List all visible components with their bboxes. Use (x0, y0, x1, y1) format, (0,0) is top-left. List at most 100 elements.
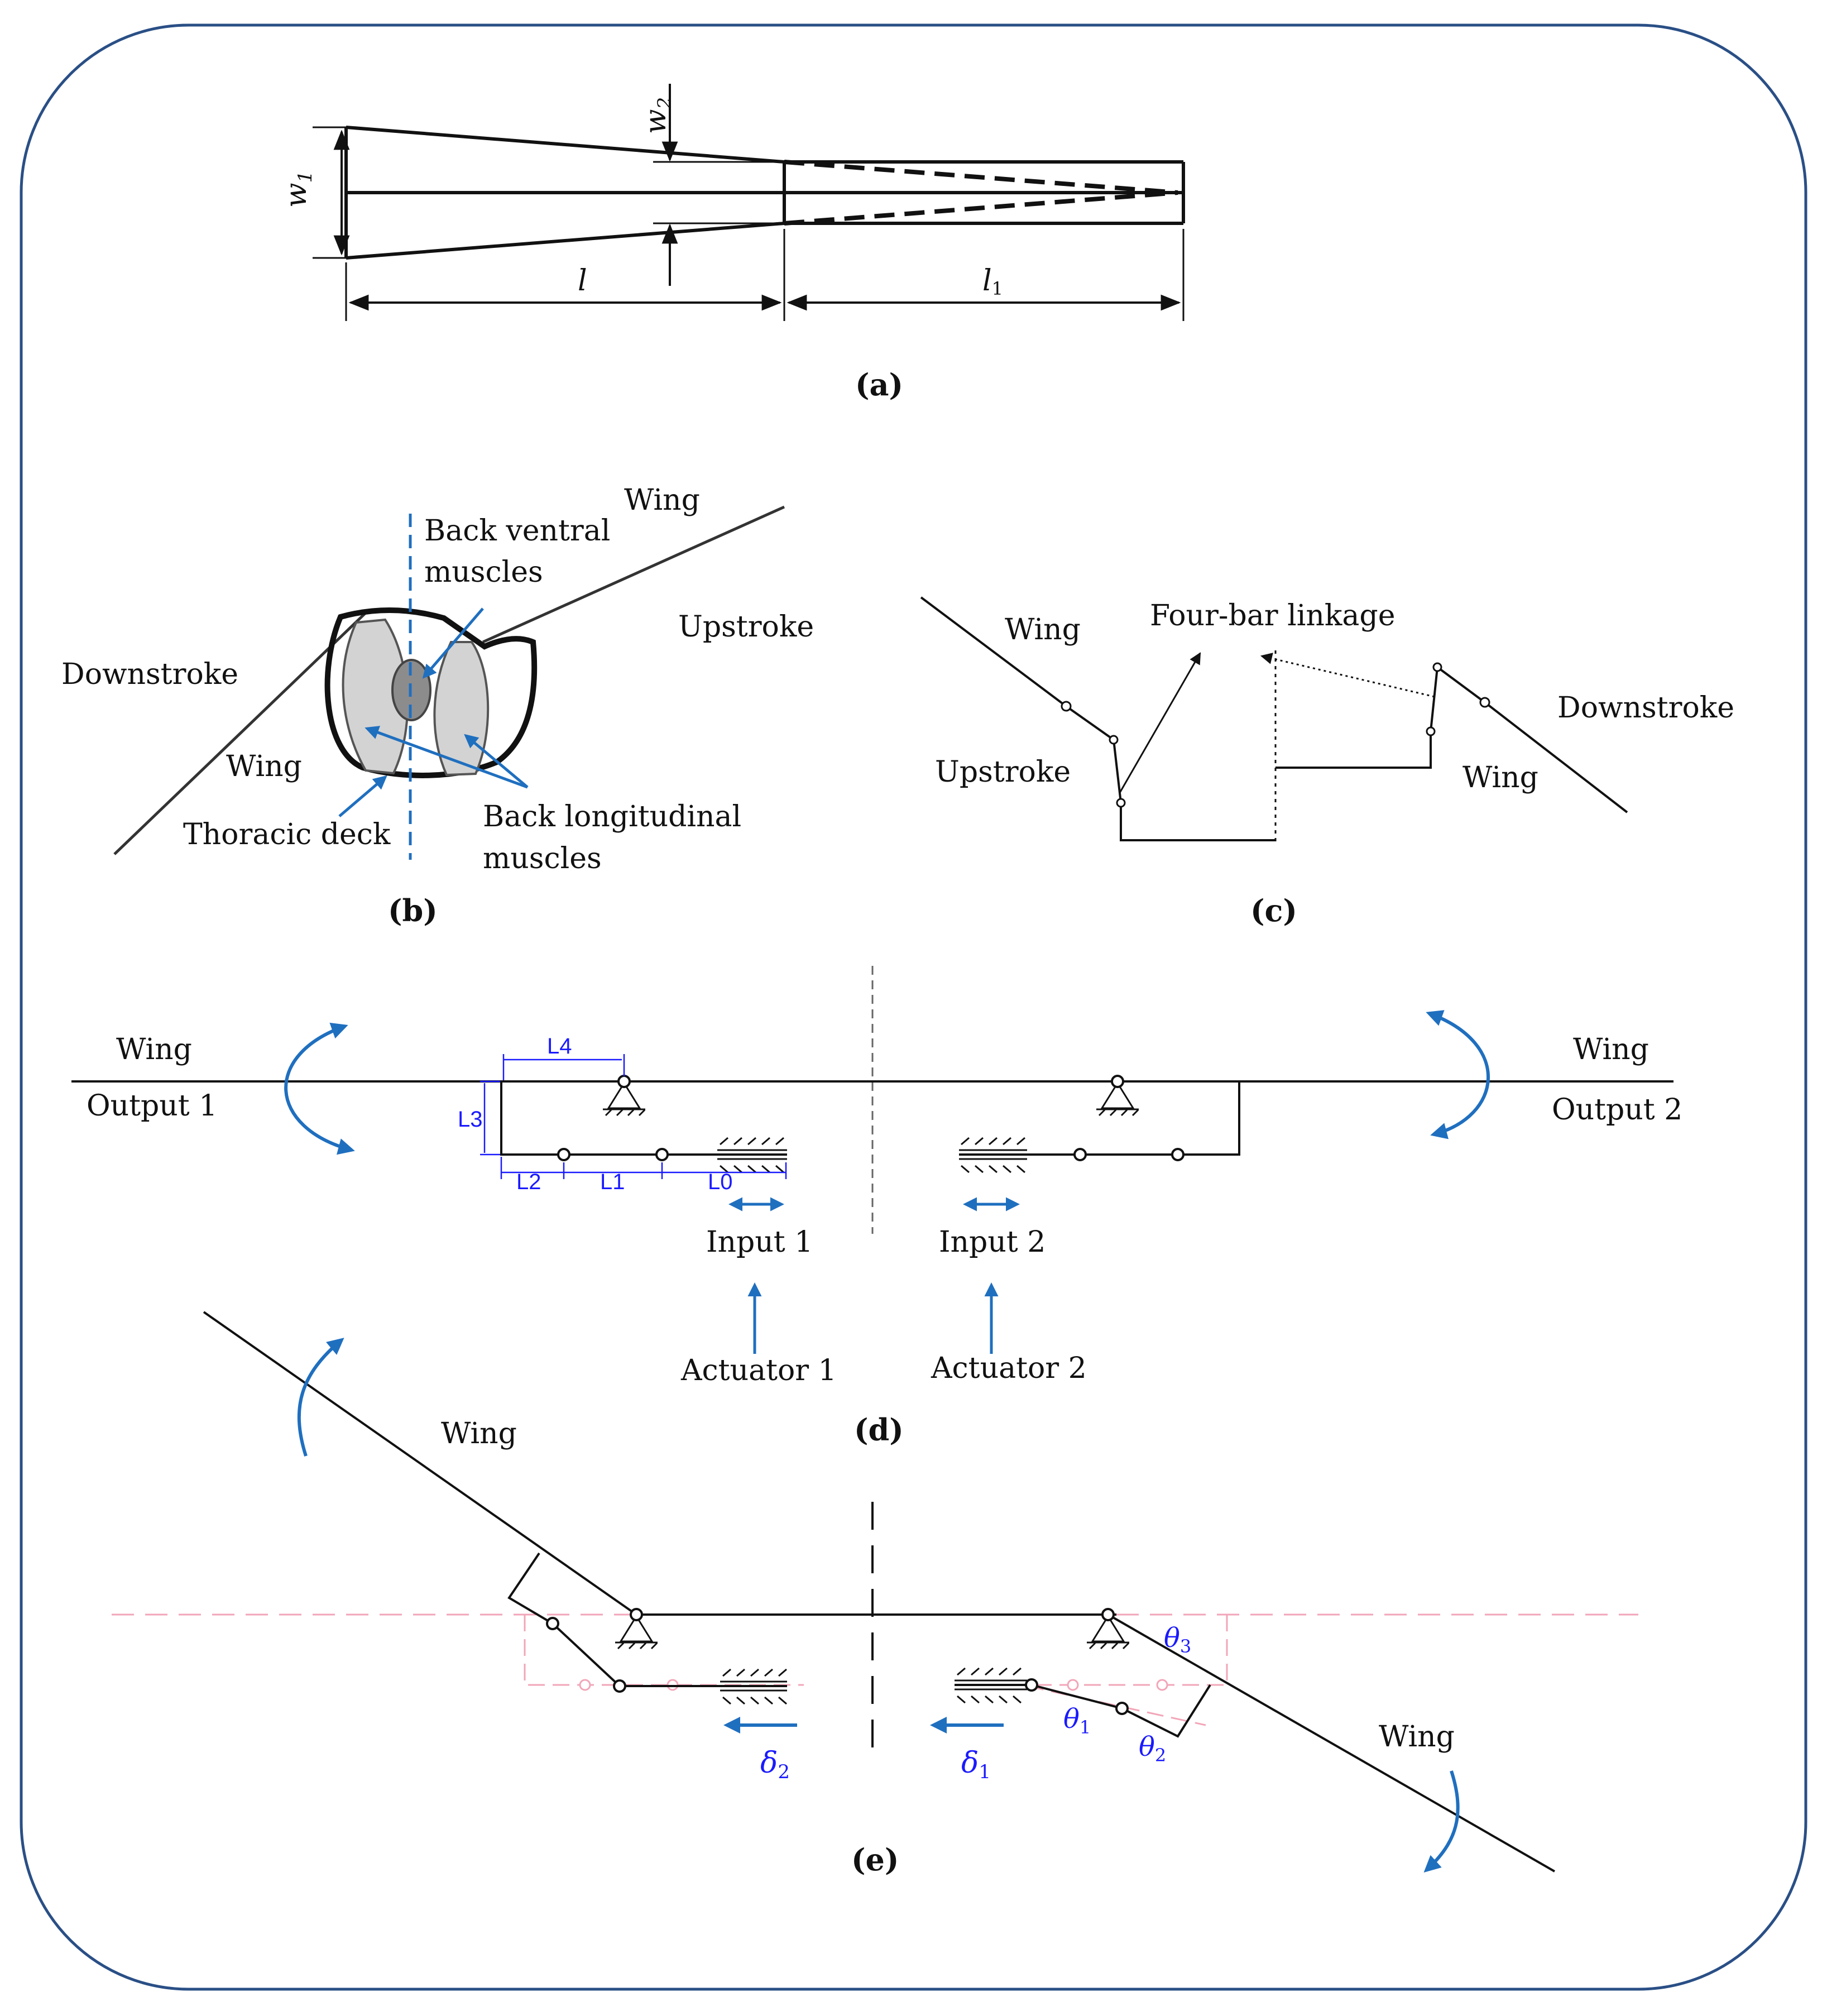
d-right-pivot (1111, 1075, 1124, 1088)
l1-symbol: l (982, 264, 992, 298)
d-L1-label: L1 (600, 1170, 625, 1194)
theta-2-symbol: θ (1139, 1731, 1155, 1763)
d-L3-label: L3 (458, 1107, 483, 1132)
b-wing-top-label: Wing (624, 483, 700, 517)
d-left-pivot (617, 1075, 631, 1088)
panel-d (71, 966, 1673, 1234)
theta-3-symbol: θ (1164, 1622, 1180, 1654)
right-wing-line (482, 505, 785, 644)
b-back-longitudinal-label-1: Back longitudinal (483, 800, 741, 834)
panel-c (920, 596, 1628, 846)
d-L0-label: L0 (708, 1170, 733, 1194)
e-left-joint (546, 1617, 559, 1630)
d-dimensions (480, 1054, 787, 1179)
ghost-joint (579, 1679, 591, 1691)
b-back-longitudinal-label-2: muscles (483, 842, 602, 875)
left-wing-line (113, 610, 368, 855)
d-L2-label: L2 (516, 1170, 541, 1194)
d-right-pivot-hatch (1096, 1108, 1139, 1117)
c-downstroke-label: Downstroke (1557, 691, 1734, 725)
e-theta-2-label: θ2 (1139, 1731, 1166, 1766)
d-right-pivot-support (1100, 1081, 1135, 1109)
e-left-joint (613, 1679, 626, 1693)
e-left-pivot (630, 1608, 643, 1621)
e-right-pivot-support (1091, 1615, 1125, 1643)
c-four-bar-label: Four-bar linkage (1150, 599, 1395, 633)
back-ventral-pointer (422, 607, 484, 679)
tapered-beam-top-edge (346, 126, 1183, 164)
b-back-ventral-label-1: Back ventral (424, 514, 610, 548)
panel-b (113, 505, 785, 860)
d-actuator-1-label: Actuator 1 (680, 1354, 837, 1387)
thoracic-deck-pointer (338, 775, 387, 817)
theta-3-subscript: 3 (1180, 1636, 1191, 1657)
w1-subscript: 1 (294, 171, 317, 183)
e-left-mechanism (203, 1311, 1116, 1705)
d-output-1-label: Output 1 (87, 1089, 217, 1123)
ghost-joint (1156, 1679, 1168, 1691)
panel-a (313, 84, 1185, 321)
e-left-rotation-arrow (297, 1338, 344, 1457)
e-left-pivot-hatch (615, 1641, 658, 1650)
d-input-2-label: Input 2 (939, 1225, 1046, 1259)
c-wing-right-label: Wing (1462, 761, 1538, 794)
e-delta-1-label: δ1 (961, 1746, 991, 1783)
d-input-1-label: Input 1 (706, 1225, 813, 1259)
dashed-taper-bottom (784, 190, 1178, 226)
b-upstroke-label: Upstroke (678, 610, 814, 644)
c-left-linkage (1065, 705, 1275, 841)
d-left-linkage (500, 1081, 787, 1156)
c-upstroke-label: Upstroke (935, 755, 1071, 789)
e-right-ground-hatch (957, 1667, 1022, 1704)
l1-subscript: 1 (992, 278, 1003, 299)
panel-e-caption: (e) (851, 1842, 899, 1878)
longitudinal-pointer-left (365, 726, 528, 789)
d-actuator-2-label: Actuator 2 (931, 1352, 1087, 1385)
d-left-joint (655, 1148, 669, 1161)
d-right-joint (1073, 1148, 1087, 1161)
c-joint (1432, 662, 1442, 672)
e-right-wing-line (1107, 1613, 1555, 1873)
e-motion-arrows (297, 1338, 1460, 1873)
ghost-left-linkage (524, 1615, 804, 1686)
d-L4-label: L4 (547, 1034, 572, 1059)
d-output-2-label: Output 2 (1552, 1093, 1682, 1127)
longitudinal-pointer-right (464, 734, 529, 788)
c-left-wing-line (920, 596, 1067, 707)
d-wing-right-label: Wing (1573, 1033, 1649, 1066)
w1-label: w1 (280, 171, 317, 208)
ghost-joint (1067, 1679, 1079, 1691)
delta-1-symbol: δ (961, 1746, 979, 1780)
dashed-taper-top (784, 160, 1178, 195)
panel-c-caption: (c) (1250, 893, 1297, 928)
w2-label: w2 (639, 97, 676, 134)
d-wing-left-label: Wing (116, 1033, 192, 1066)
c-joint (1426, 726, 1436, 736)
d-motion-arrows (284, 1010, 1490, 1354)
d-left-pivot-support (607, 1081, 641, 1109)
c-left-input-arrow (1119, 652, 1201, 793)
c-right-linkage (1275, 665, 1486, 769)
e-left-pivot-support (619, 1615, 654, 1643)
d-left-ground-hatch (720, 1137, 784, 1174)
ghost-right-linkage (955, 1615, 1228, 1686)
e-right-rotation-arrow (1423, 1770, 1460, 1873)
e-ghost-mechanism (112, 1613, 1638, 1726)
outer-frame (20, 23, 1807, 1991)
w2-subscript: 2 (654, 97, 676, 110)
b-back-ventral-label-2: muscles (424, 556, 543, 589)
c-right-input-arrow (1260, 653, 1435, 698)
e-right-joint (1115, 1702, 1129, 1715)
e-left-wing-line (203, 1311, 637, 1616)
theta-2-subscript: 2 (1155, 1745, 1166, 1766)
e-right-mechanism (955, 1608, 1555, 1873)
e-theta-1-label: θ1 (1063, 1703, 1091, 1738)
theta-1-symbol: θ (1063, 1703, 1080, 1735)
d-right-joint (1171, 1148, 1185, 1161)
d-right-ground-hatch (961, 1137, 1025, 1174)
d-left-rotation-arrow (284, 1022, 355, 1155)
e-wing-right-label: Wing (1379, 1720, 1455, 1754)
l-label: l (578, 264, 587, 298)
delta-1-subscript: 1 (979, 1761, 991, 1783)
